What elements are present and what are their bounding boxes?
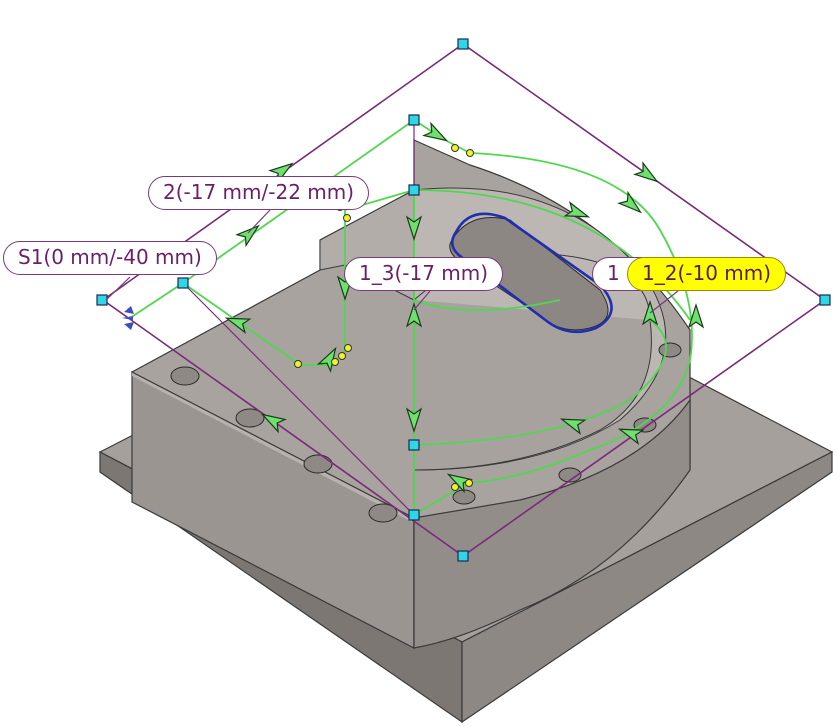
yellow-vertex-dot-icon — [331, 358, 339, 366]
point-1-2-label-selected[interactable]: 1_2(-10 mm) — [627, 257, 787, 291]
slot-pocket-outline[interactable] — [450, 212, 613, 334]
cyan-square-grip-icon — [819, 294, 831, 306]
cyan-square-grip-icon — [457, 38, 469, 50]
yellow-vertex-dot-icon — [294, 360, 302, 368]
yellow-vertex-dot-icon — [344, 344, 352, 352]
cyan-square-grip-icon — [177, 277, 189, 289]
cyan-square-grip-icon — [408, 439, 420, 451]
point-1-3-label[interactable]: 1_3(-17 mm) — [344, 257, 504, 291]
yellow-vertex-dot-icon — [338, 352, 346, 360]
blue-start-marker-icon[interactable] — [122, 306, 134, 330]
yellow-vertex-dot-icon — [451, 483, 459, 491]
cyan-square-grip-icon — [408, 509, 420, 521]
green-direction-arrow-icon — [423, 122, 451, 148]
cyan-square-grip-icon — [408, 184, 420, 196]
start-point-label[interactable]: S1(0 mm/-40 mm) — [3, 241, 217, 275]
cyan-square-grip-icon — [96, 294, 108, 306]
yellow-vertex-dot-icon — [465, 479, 473, 487]
label-leaders — [105, 209, 679, 314]
yellow-vertex-dot-icon — [343, 214, 351, 222]
point-2-label[interactable]: 2(-17 mm/-22 mm) — [148, 176, 370, 210]
cyan-square-grip-icon — [408, 114, 420, 126]
yellow-vertex-dot-icon — [451, 144, 459, 152]
yellow-vertex-dot-icon — [466, 149, 474, 157]
vertex-dots — [294, 144, 474, 491]
green-direction-arrow-icon — [634, 162, 662, 188]
cyan-square-grip-icon — [457, 550, 469, 562]
